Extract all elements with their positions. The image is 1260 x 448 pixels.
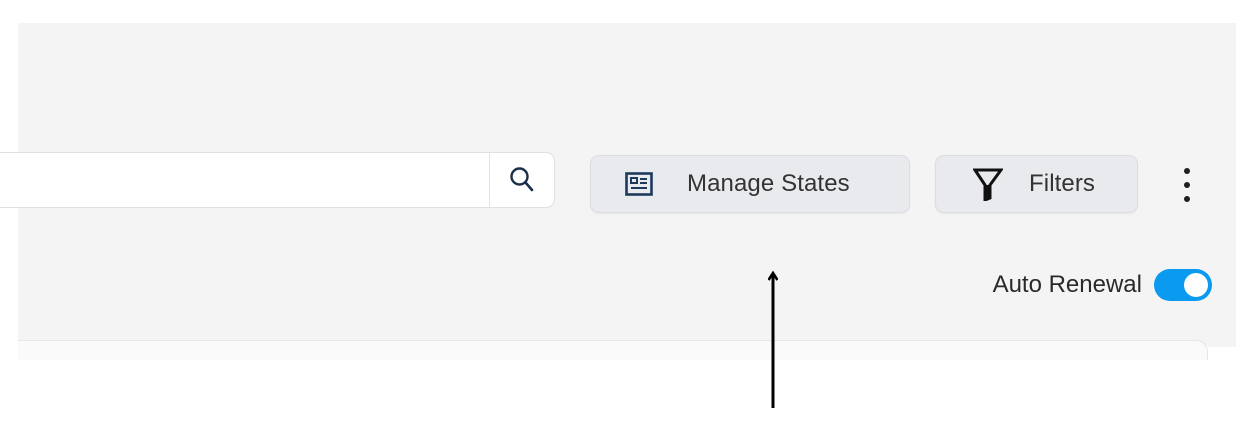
auto-renewal-toggle[interactable] (1154, 269, 1212, 301)
funnel-icon (973, 168, 1003, 201)
id-card-icon (625, 172, 653, 196)
search-input[interactable] (0, 153, 490, 207)
auto-renewal-control: Auto Renewal (993, 268, 1212, 302)
content-area (0, 347, 1260, 448)
filters-button[interactable]: Filters (935, 155, 1138, 213)
kebab-menu-icon (1184, 168, 1190, 174)
manage-states-button[interactable]: Manage States (590, 155, 910, 213)
annotation-arrow-up-icon (768, 270, 778, 408)
search-button[interactable] (489, 153, 554, 207)
search-box (0, 152, 555, 208)
manage-states-label: Manage States (687, 170, 850, 197)
toggle-knob (1184, 273, 1208, 297)
auto-renewal-label: Auto Renewal (992, 271, 1142, 298)
search-icon (510, 167, 534, 192)
content-card-top (18, 340, 1208, 360)
more-options-button[interactable] (1172, 162, 1202, 208)
filters-label: Filters (1029, 170, 1096, 197)
